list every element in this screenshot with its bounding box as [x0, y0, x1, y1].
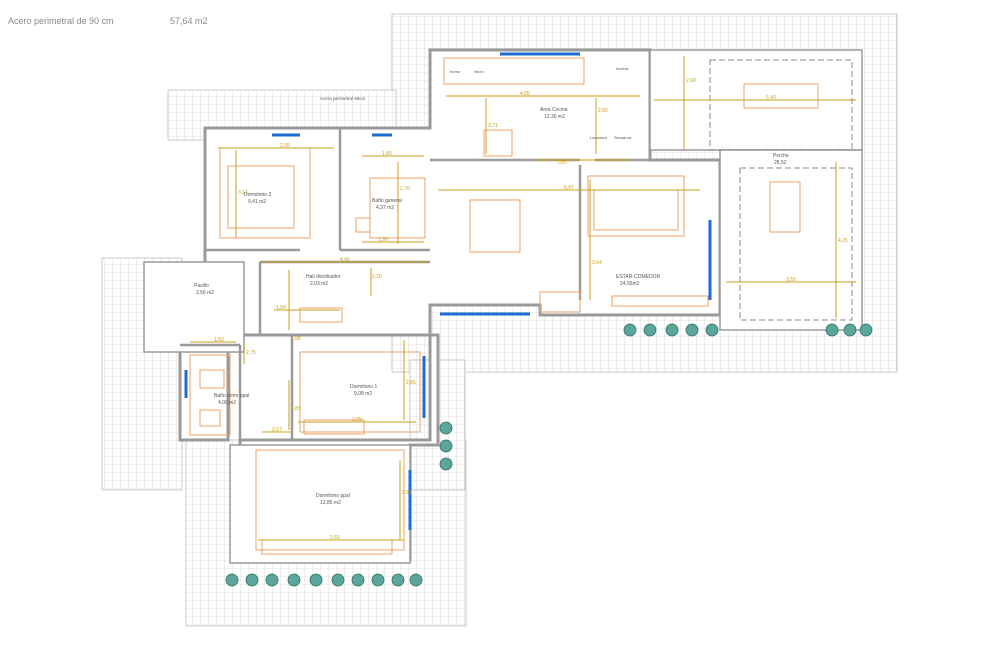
lavadora-label: Lavadora [590, 135, 607, 140]
dim-value: 2,65 [330, 535, 340, 541]
room-name-bano-general: Baño general [372, 198, 402, 204]
room-area-dormitorio2: 9,41 m2 [248, 199, 266, 205]
room-name-pasillo: Pasillo [194, 283, 209, 289]
room-name-bano-ppal: Baño dorm ppal [214, 393, 249, 399]
secadora-label: Secadora [614, 135, 632, 140]
nevera-label: nevera [616, 66, 629, 71]
horno-label: horno [450, 69, 461, 74]
dim-value: 3,62 [402, 490, 412, 496]
dim-value: 3,20 [372, 274, 382, 280]
room-area-porche: 28,52 [774, 160, 787, 166]
windows [184, 52, 712, 530]
dim-value: 2,05 [352, 417, 362, 423]
room-name-estar: ESTAR-COMEDOR [616, 274, 660, 280]
dim-value: 5,40 [766, 95, 776, 101]
room-name-dormitorio-ppal: Dormitorio ppal [316, 493, 350, 499]
dim-value: 2,99 [280, 143, 290, 149]
dim-value: 1,88 [291, 336, 301, 342]
header-value: 57,64 m2 [170, 16, 208, 26]
dim-value: 3,55 [786, 277, 796, 283]
dim-value: 1,83 [291, 406, 301, 412]
room-area-estar: 24,55m2 [620, 281, 640, 287]
dim-value: 2,07 [272, 427, 282, 433]
dim-value: 4,25 [838, 238, 848, 244]
room-area-bano-general: 4,37 m2 [376, 205, 394, 211]
dim-value: 4,05 [520, 91, 530, 97]
dim-value: 3,17 [238, 190, 248, 196]
dim-value: 2,65 [598, 108, 608, 114]
room-name-hall: Hall distribuidor [306, 274, 341, 280]
room-area-cocina: 12,30 m2 [544, 114, 565, 120]
dim-value: 1,83 [214, 337, 224, 343]
room-area-hall: 2,03 m2 [310, 281, 328, 287]
house-body [143, 48, 863, 564]
dim-value: 6,47 [564, 185, 574, 191]
dim-value: 2,85 [406, 380, 416, 386]
dim-value: 0,87 [558, 160, 568, 166]
room-area-dormitorio-ppal: 13,85 m2 [320, 500, 341, 506]
room-labels: Dormitorio 2 9,41 m2 Baño general 4,37 m… [194, 66, 789, 506]
dimension-values: 2,99 3,17 1,80 2,70 1,90 4,45 1,54 1,83 … [214, 78, 848, 541]
dim-value: 3,54 [592, 260, 602, 266]
dim-value: 1,80 [382, 151, 392, 157]
plants [225, 323, 873, 587]
acera-label: Acera perimetral 90cm [320, 96, 366, 101]
room-name-dormitorio1: Dormitorio 1 [350, 384, 377, 390]
room-area-dormitorio1: 9,08 m2 [354, 391, 372, 397]
dim-value: 2,60 [686, 78, 696, 84]
room-area-pasillo: 2,56 m2 [196, 290, 214, 296]
header-label: Acero perimetral de 90 cm [8, 16, 114, 26]
dim-value: 2,75 [246, 350, 256, 356]
dim-value: 2,70 [400, 186, 410, 192]
room-name-porche: Porche [773, 153, 789, 159]
room-area-bano-ppal: 4,00 m2 [218, 400, 236, 406]
dim-value: 3,71 [488, 123, 498, 129]
room-name-cocina: Area Cocina [540, 107, 568, 113]
dim-value: 4,45 [340, 257, 350, 263]
dim-value: 1,54 [276, 305, 286, 311]
dim-value: 1,90 [378, 237, 388, 243]
micro-label: micro [474, 69, 485, 74]
dimension-lines [190, 56, 856, 541]
room-name-dormitorio2: Dormitorio 2 [244, 192, 271, 198]
